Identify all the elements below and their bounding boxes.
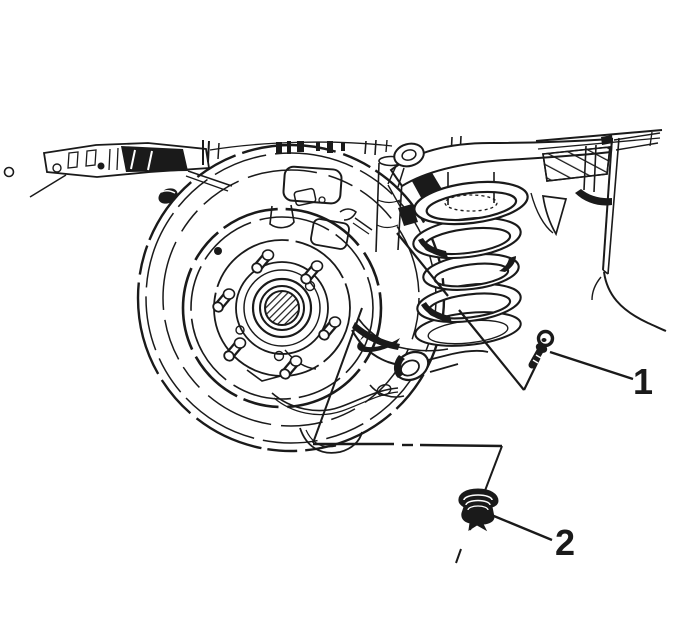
callout-2-label: 2 <box>555 522 575 563</box>
wheel-stud <box>279 355 303 380</box>
body-panel <box>591 137 667 332</box>
wheel-stud <box>300 260 324 285</box>
rear-knuckle <box>351 317 489 398</box>
wheel-studs <box>212 249 342 380</box>
wheel-stud <box>251 249 275 274</box>
coil-spring <box>412 172 529 347</box>
rocker-sill <box>535 129 663 182</box>
callout-2-leader <box>312 307 553 564</box>
wheel-stud <box>223 337 247 362</box>
wheel-stud <box>318 316 342 341</box>
wheel-stud <box>212 288 236 313</box>
body-bracket <box>3 142 233 204</box>
bolt-icon <box>528 329 555 369</box>
callout-1-label: 1 <box>633 361 653 402</box>
nut-icon <box>458 488 499 532</box>
